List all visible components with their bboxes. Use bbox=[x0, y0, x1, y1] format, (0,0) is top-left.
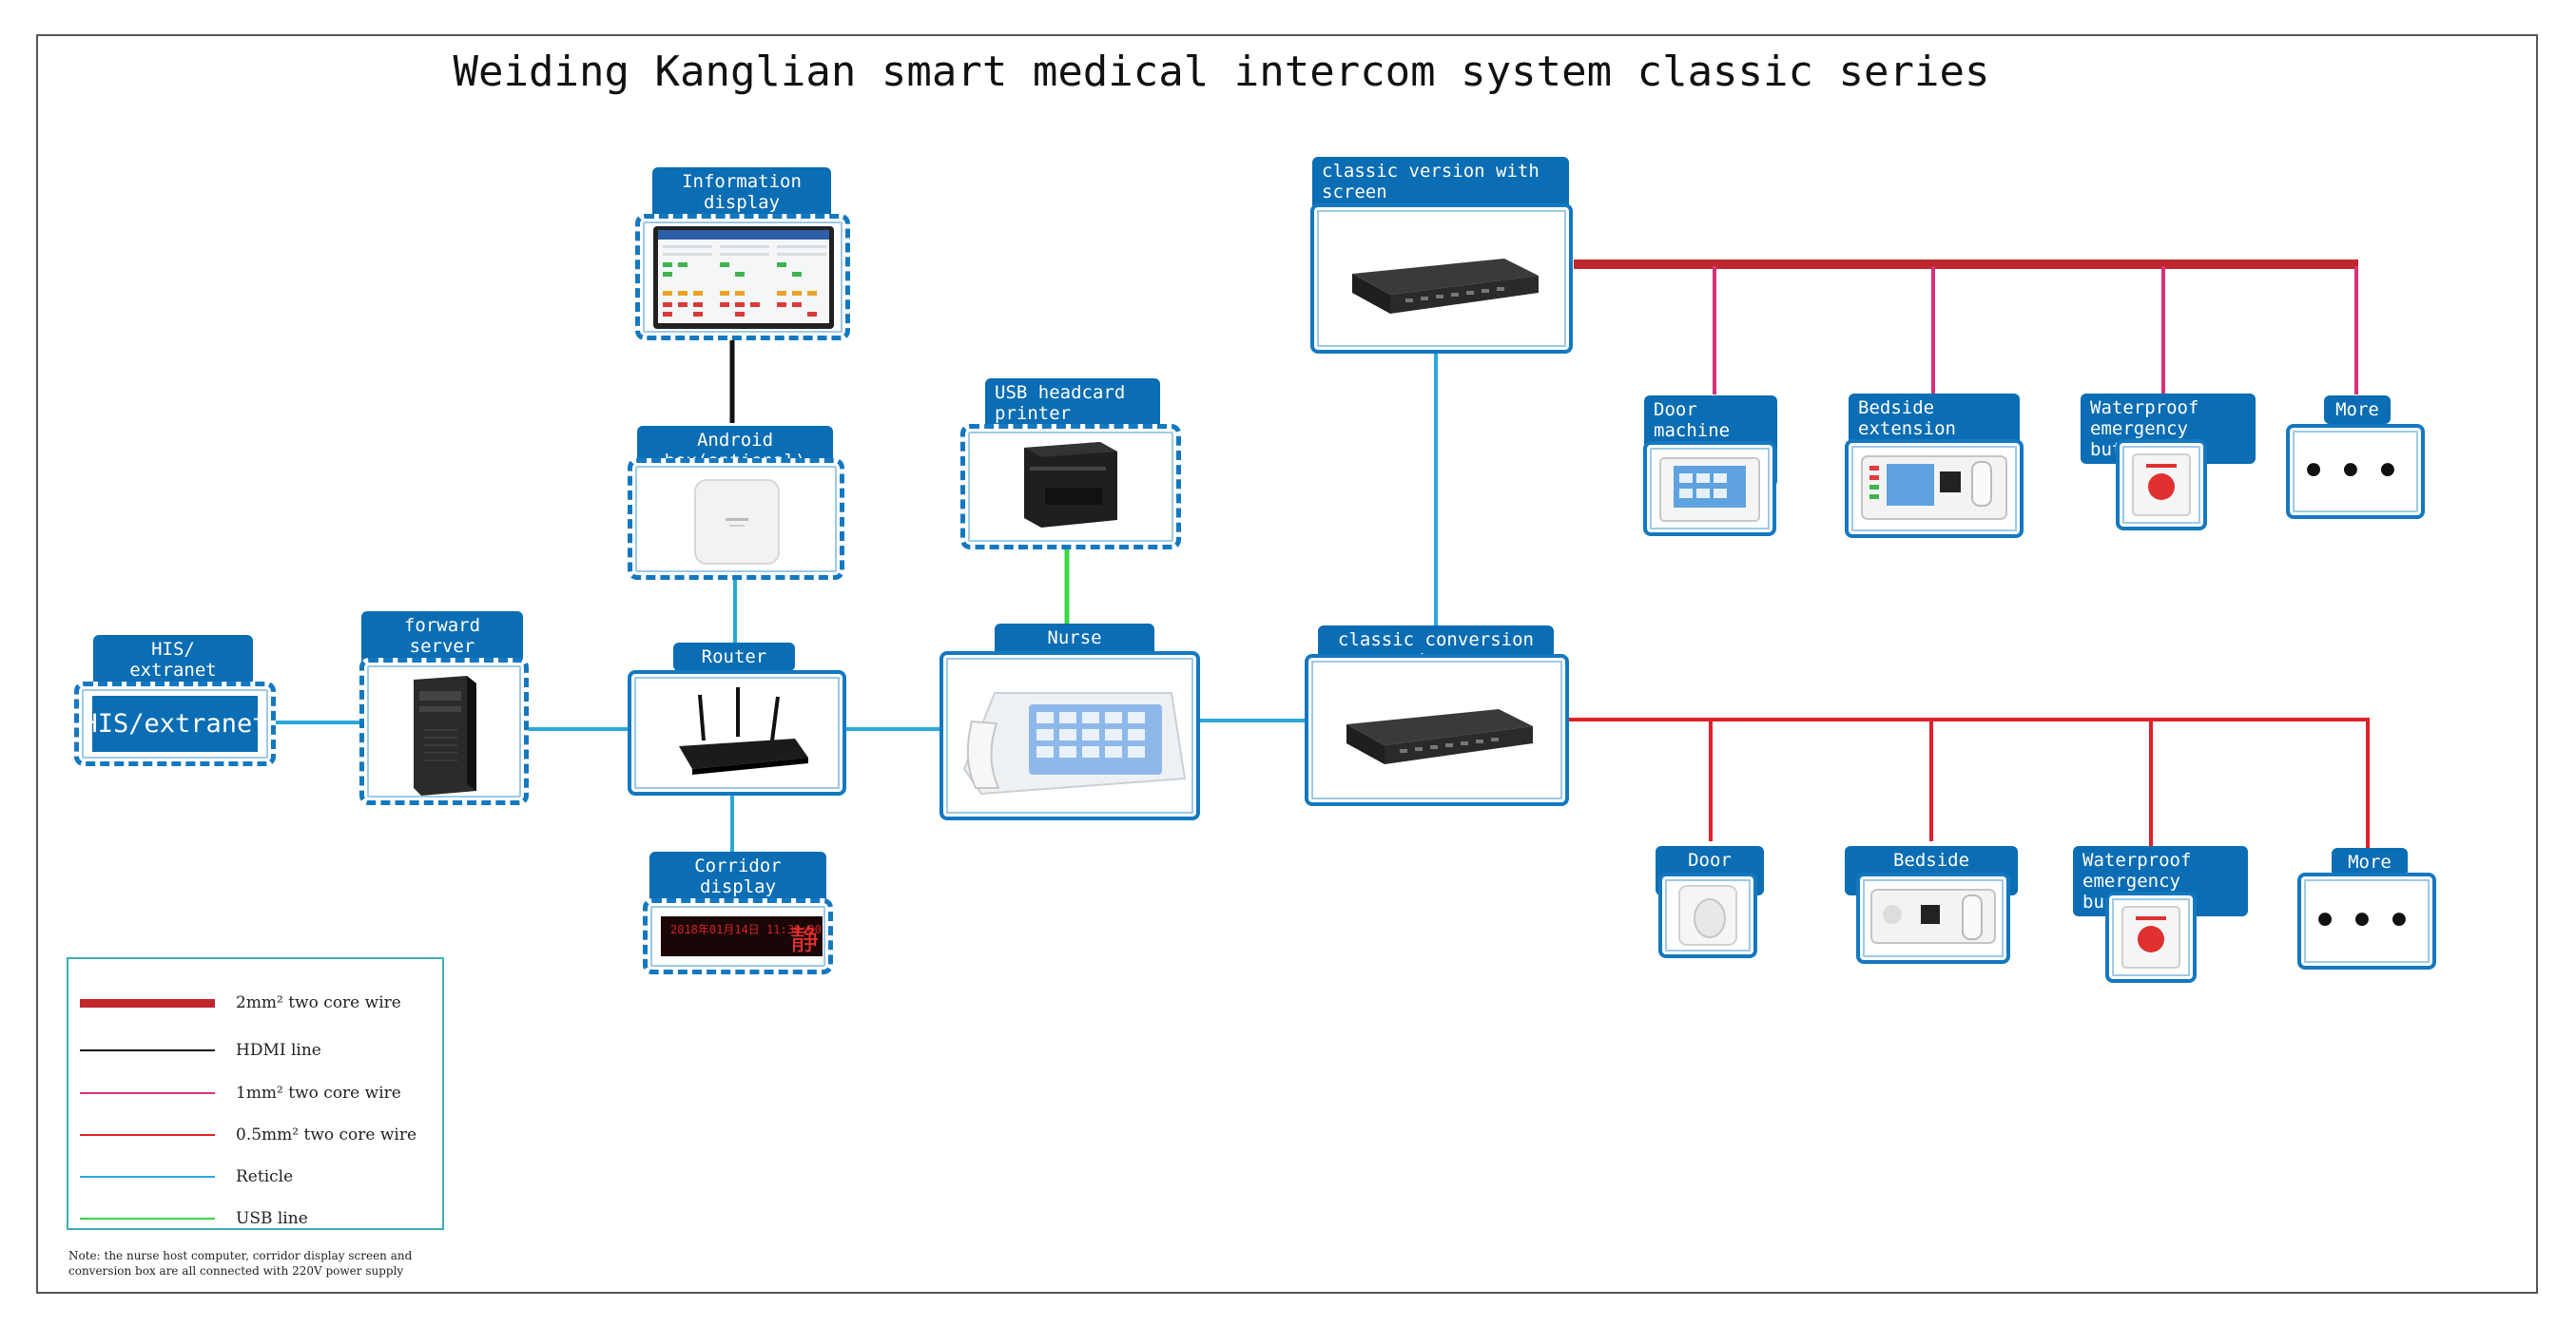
nurse-mainframe-box[interactable] bbox=[939, 651, 1200, 820]
conversion-box-icon bbox=[1352, 259, 1539, 314]
more-dots-icon-2: ••• bbox=[2311, 894, 2423, 948]
router-label: Router bbox=[673, 643, 795, 671]
waterproof-btn-top-box[interactable] bbox=[2116, 439, 2207, 530]
emergency-button-icon bbox=[2132, 453, 2191, 516]
more-dots-icon: ••• bbox=[2299, 445, 2411, 498]
legend-label-reticle: Reticle bbox=[236, 1167, 294, 1186]
door-lamp-icon bbox=[1678, 885, 1737, 946]
bedside-screen-device-icon bbox=[1861, 455, 2007, 520]
title-text: Weiding Kanglian smart medical intercom … bbox=[453, 48, 1990, 96]
legend-label-05mm: 0.5mm² two core wire bbox=[236, 1125, 417, 1144]
bedside-ext-screen-box[interactable] bbox=[1845, 439, 2024, 538]
legend-swatch-1mm bbox=[80, 1092, 215, 1094]
power-supply-note: Note: the nurse host computer, corridor … bbox=[68, 1249, 413, 1278]
legend: 2mm² two core wire HDMI line 1mm² two co… bbox=[67, 957, 444, 1230]
bedside-ext-box[interactable] bbox=[1856, 873, 2010, 964]
corridor-led-screen-icon: 2018年01月14日 11:30:00 静 bbox=[661, 916, 823, 957]
legend-item-1mm: 1mm² two core wire bbox=[80, 1082, 401, 1105]
printer-icon bbox=[1024, 442, 1117, 528]
legend-swatch-reticle bbox=[80, 1176, 215, 1178]
legend-item-2mm: 2mm² two core wire bbox=[80, 991, 401, 1014]
forward-server-box[interactable] bbox=[359, 658, 529, 805]
more-bottom-box[interactable]: ••• bbox=[2297, 873, 2436, 970]
legend-item-hdmi: HDMI line bbox=[80, 1039, 321, 1062]
bedside-device-icon bbox=[1870, 889, 1996, 944]
door-lamp-box[interactable] bbox=[1658, 873, 1757, 958]
legend-label-usb: USB line bbox=[236, 1209, 308, 1228]
info-display-box[interactable] bbox=[635, 214, 850, 340]
corridor-display-box[interactable]: 2018年01月14日 11:30:00 静 bbox=[643, 898, 833, 974]
more-top-box[interactable]: ••• bbox=[2286, 424, 2425, 519]
legend-swatch-05mm bbox=[80, 1134, 215, 1136]
legend-label-1mm: 1mm² two core wire bbox=[236, 1084, 401, 1103]
legend-item-usb: USB line bbox=[80, 1207, 308, 1230]
led-date-text: 2018年01月14日 11:30:00 bbox=[670, 923, 822, 936]
diagram-title: Weiding Kanglian smart medical intercom … bbox=[0, 48, 2576, 96]
his-extranet-inner: HIS/extranet bbox=[82, 696, 268, 752]
android-box[interactable] bbox=[628, 458, 844, 580]
led-char-text: 静 bbox=[790, 924, 819, 957]
legend-label-hdmi: HDMI line bbox=[236, 1041, 321, 1060]
door-machine-screen-icon bbox=[1659, 457, 1760, 522]
router-icon bbox=[679, 687, 808, 775]
waterproof-btn-bottom-box[interactable] bbox=[2105, 892, 2197, 983]
diagram-frame bbox=[36, 34, 2538, 1294]
legend-item-reticle: Reticle bbox=[80, 1165, 293, 1188]
info-display-monitor-icon bbox=[653, 226, 834, 329]
server-tower-icon bbox=[414, 676, 476, 796]
screen-conversion-box[interactable] bbox=[1310, 203, 1573, 354]
door-machine-box[interactable] bbox=[1643, 441, 1776, 536]
more-top-label: More bbox=[2324, 395, 2391, 424]
legend-item-05mm: 0.5mm² two core wire bbox=[80, 1124, 416, 1146]
conversion-box-icon-2 bbox=[1346, 709, 1533, 764]
emergency-button-icon-2 bbox=[2121, 906, 2180, 969]
router-box[interactable] bbox=[628, 670, 846, 796]
usb-printer-box[interactable] bbox=[960, 424, 1181, 549]
legend-label-2mm: 2mm² two core wire bbox=[236, 993, 401, 1012]
more-bottom-label: More bbox=[2332, 848, 2408, 876]
nurse-console-icon bbox=[962, 692, 1187, 796]
legend-swatch-2mm bbox=[80, 998, 215, 1008]
android-box-icon bbox=[694, 479, 780, 565]
classic-conversion-box[interactable] bbox=[1305, 654, 1569, 806]
legend-swatch-usb bbox=[80, 1218, 215, 1220]
legend-swatch-hdmi bbox=[80, 1049, 215, 1051]
his-extranet-box[interactable]: HIS/extranet bbox=[74, 682, 276, 766]
